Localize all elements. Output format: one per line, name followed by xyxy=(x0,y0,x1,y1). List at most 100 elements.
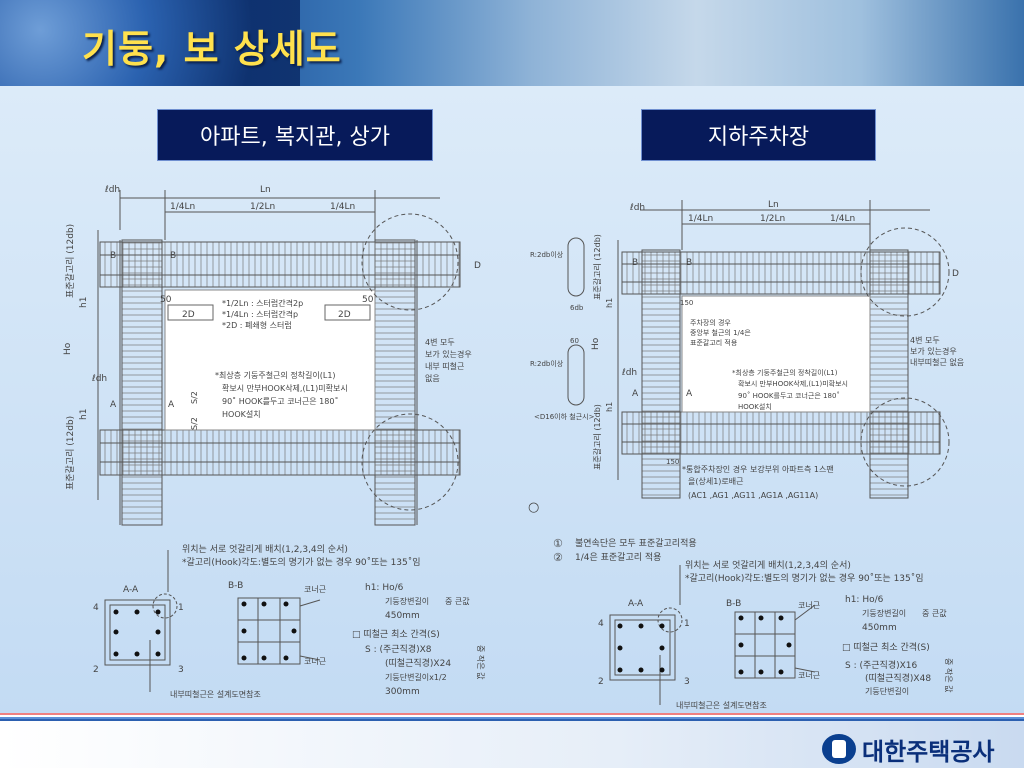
label-s-rule-1-r: S : (주근직경)X16 xyxy=(845,659,918,671)
note-placement: 위치는 서로 엇갈리게 배치(1,2,3,4의 순서) xyxy=(182,543,348,555)
label-num-3-r: 3 xyxy=(684,677,690,687)
label-quarter-ln-2: 1/4Ln xyxy=(330,202,355,212)
label-section-bb-r: B-B xyxy=(726,599,741,609)
section-label-parking: 지하주차장 xyxy=(641,109,876,161)
note-mid-1: 주차장의 경우 xyxy=(690,318,731,327)
label-s2-a: S/2 xyxy=(190,391,199,404)
note-side-2-r: 보가 있는경우 xyxy=(910,346,957,356)
note-placement-r: 위치는 서로 엇갈리게 배치(1,2,3,4의 순서) xyxy=(685,559,851,571)
label-a-left: A xyxy=(110,400,117,410)
label-quarter-ln-1-r: 1/4Ln xyxy=(688,214,713,224)
note-parking-1: *통합주차장인 경우 보강부위 아파트측 1스팬 xyxy=(682,464,834,474)
circle-mark: ○ xyxy=(528,500,539,515)
note-anchor-3-r: 90˚ HOOK를두고 코너근은 180˚ xyxy=(738,391,840,400)
label-section-bb: B-B xyxy=(228,581,243,591)
label-h1-max: 중 큰값 xyxy=(445,596,470,606)
label-fifty-left: 50 xyxy=(160,295,172,305)
label-h1-top-r: h1 xyxy=(605,298,614,308)
label-s-rule-3-r: 기둥단변길이 xyxy=(865,686,909,696)
label-b-left-r: B xyxy=(632,258,638,268)
label-quarter-ln-1: 1/4Ln xyxy=(170,202,195,212)
left-elevation-drawing xyxy=(97,190,461,526)
note-parking-3: (AC1 ,AG1 ,AG11 ,AG1A ,AG11A) xyxy=(688,491,818,500)
label-ln: Ln xyxy=(260,185,271,195)
globe-graphic xyxy=(0,0,300,86)
label-tie-caption: <D16이하 철근시> xyxy=(534,412,595,421)
note-stirrup-1: *1/2Ln : 스터럽간격2p xyxy=(222,298,303,308)
note-stirrup-2: *1/4Ln : 스터럽간격p xyxy=(222,309,298,319)
label-s-rule-2-r: (띠철근직경)X48 xyxy=(865,672,931,684)
label-section-aa-r: A-A xyxy=(628,599,644,609)
label-half-ln-r: 1/2Ln xyxy=(760,214,785,224)
note-anchor-2: 확보시 만부HOOK삭제,(L1)미확보시 xyxy=(222,383,348,393)
label-h1-long-side-r: 기둥장변길이 xyxy=(862,608,906,618)
label-r2db-b: R:2db이상 xyxy=(530,359,564,368)
note-side-1-r: 4변 모두 xyxy=(910,335,940,345)
label-fifty-right: 50 xyxy=(362,295,374,305)
label-num-4-r: 4 xyxy=(598,619,604,629)
label-b-left: B xyxy=(110,251,116,261)
right-section-labels: ① ② 불연속단은 모두 표준갈고리적용 1/4은 표준갈고리 적용 위치는 서… xyxy=(553,537,954,710)
label-hook-bot-r: 표준갈고리 (12db) xyxy=(593,404,602,470)
label-h1-formula-r: h1: Ho/6 xyxy=(845,595,884,605)
label-d-r: D xyxy=(952,269,959,279)
label-half-ln: 1/2Ln xyxy=(250,202,275,212)
note-anchor-3: 90˚ HOOK를두고 코너근은 180˚ xyxy=(222,396,338,406)
label-ldh-top: ℓdh xyxy=(104,185,120,195)
note-stirrup-3: *2D : 폐쇄형 스터럽 xyxy=(222,320,292,330)
label-s-rule-2: (띠철근직경)X24 xyxy=(385,657,451,669)
label-h1-top: h1 xyxy=(79,297,89,308)
label-corner-top-r: 코너근 xyxy=(798,600,820,610)
label-s2-b: S/2 xyxy=(190,417,199,430)
label-hook-bot: 표준갈고리 (12db) xyxy=(65,416,76,490)
label-150-r: 150 xyxy=(680,299,693,307)
left-section-drawing xyxy=(104,550,321,692)
label-b-right-r: B xyxy=(686,258,692,268)
label-h1-bot: h1 xyxy=(79,409,89,420)
label-ldh-mid-r: ℓdh xyxy=(621,368,637,378)
right-elevation-labels: ℓdh Ln 1/4Ln 1/2Ln 1/4Ln R:2db이상 R:2db이상… xyxy=(528,200,964,515)
note-side-3: 내부 띠철근 xyxy=(425,361,464,371)
note-hook-angle-r: *갈고리(Hook)각도:별도의 명기가 없는 경우 90˚또는 135˚임 xyxy=(685,572,924,584)
label-h1-max-r: 중 큰값 xyxy=(922,608,947,618)
label-num-2-r: 2 xyxy=(598,677,604,687)
note-quarter-hook: 1/4은 표준갈고리 적용 xyxy=(575,551,661,563)
label-6db: 6db xyxy=(570,304,584,312)
label-h1-long-side: 기둥장변길이 xyxy=(385,596,429,606)
left-elevation-labels: ℓdh Ln 1/4Ln 1/2Ln 1/4Ln B B 50 50 2D 2D… xyxy=(63,185,481,490)
label-num-4: 4 xyxy=(93,603,99,613)
label-ln-r: Ln xyxy=(768,200,779,210)
label-s-min-r: 중 작은 값 xyxy=(944,658,954,693)
header-banner xyxy=(0,0,1024,86)
note-anchor-1-r: *최상층 기둥주철근의 정착길이(L1) xyxy=(732,368,838,377)
label-num-1: 1 xyxy=(178,603,184,613)
label-quarter-ln-2-r: 1/4Ln xyxy=(830,214,855,224)
label-circle-2: ② xyxy=(553,551,563,564)
note-inner-ties-r: 내부띠철근은 설계도면참조 xyxy=(676,700,767,710)
label-num-2: 2 xyxy=(93,665,99,675)
left-section-labels: 위치는 서로 엇갈리게 배치(1,2,3,4의 순서) *갈고리(Hook)각도… xyxy=(93,543,486,699)
label-a-left-r: A xyxy=(632,389,639,399)
label-a-right-r: A xyxy=(686,389,693,399)
note-side-3-r: 내부띠철근 없음 xyxy=(910,357,964,367)
note-side-4: 없음 xyxy=(425,374,440,383)
company-logo: 대한주택공사 xyxy=(822,733,994,766)
label-s-min: 중 작은 값 xyxy=(476,645,486,680)
label-circle-1: ① xyxy=(553,537,563,550)
label-section-aa: A-A xyxy=(123,585,139,595)
label-hook-top: 표준갈고리 (12db) xyxy=(65,224,76,298)
label-tie-spacing-title-r: □ 띠철근 최소 간격(S) xyxy=(842,641,930,653)
label-b-right: B xyxy=(170,251,176,261)
right-section-rebars xyxy=(617,615,792,675)
note-hook-angle: *갈고리(Hook)각도:별도의 명기가 없는 경우 90˚또는 135˚임 xyxy=(182,556,421,568)
right-elevation-drawing xyxy=(567,200,950,499)
label-ldh-mid: ℓdh xyxy=(91,374,107,384)
right-section-drawing xyxy=(609,565,816,705)
footer-divider xyxy=(0,713,1024,721)
label-num-3: 3 xyxy=(178,665,184,675)
left-section-rebars xyxy=(113,601,297,661)
label-corner-top: 코너근 xyxy=(304,584,326,594)
logo-mark-icon xyxy=(822,734,856,764)
note-mid-3: 표준갈고리 적용 xyxy=(690,338,738,347)
